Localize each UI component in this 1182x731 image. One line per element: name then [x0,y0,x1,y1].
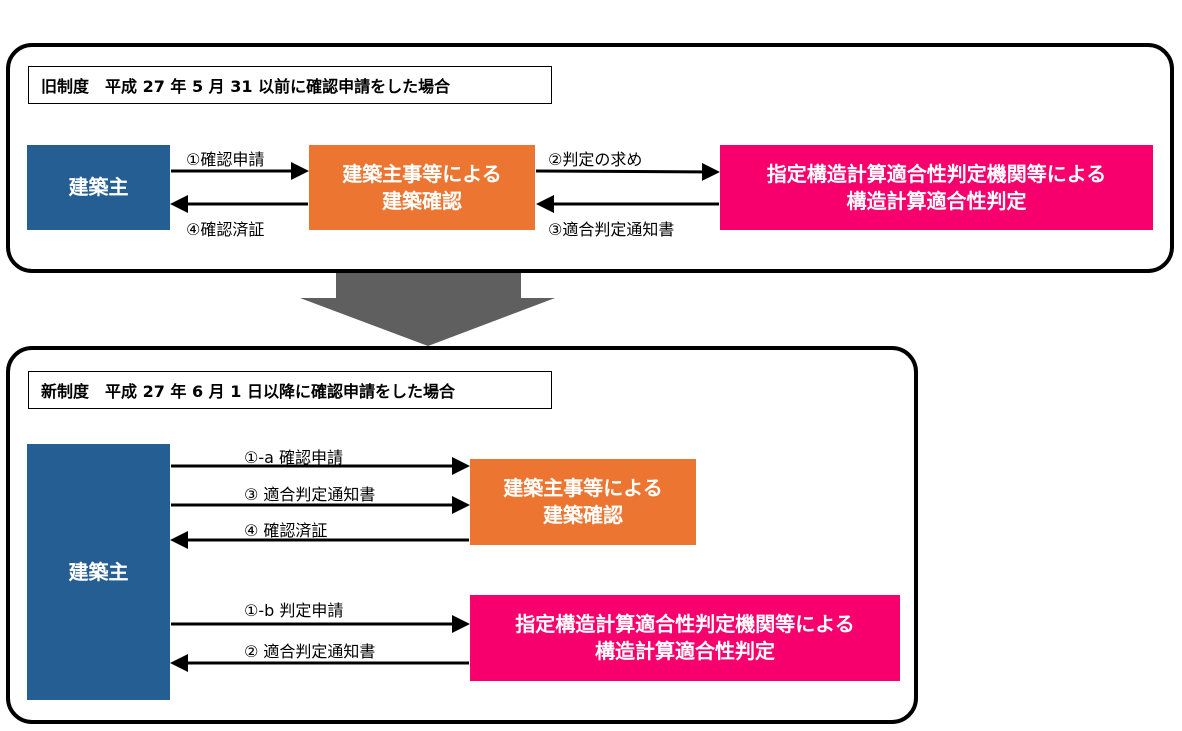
new-owner-box: 建築主 [27,444,170,700]
new-confirmation-box: 建築主事等による 建築確認 [470,459,696,545]
new-confirmation-line2: 建築確認 [543,503,623,527]
old-owner-label: 建築主 [68,175,129,199]
old-confirmation-box: 建築主事等による 建築確認 [309,145,535,230]
old-arrow-request-judgement [535,162,720,181]
old-judgement-line2: 構造計算適合性判定 [846,188,1027,213]
new-confirmation-line1: 建築主事等による [503,476,663,500]
new-flow-label-3: ③ 適合判定通知書 [244,485,376,504]
new-owner-label: 建築主 [68,559,129,584]
old-judgement-box: 指定構造計算適合性判定機関等による 構造計算適合性判定 [720,145,1153,230]
old-owner-box: 建築主 [27,145,170,230]
new-system-caption-text: 新制度 平成 27 年 6 月 1 日以降に確認申請をした場合 [41,382,455,401]
transition-down-arrow [300,272,555,346]
old-system-caption-text: 旧制度 平成 27 年 5 月 31 以前に確認申請をした場合 [41,77,451,96]
new-judgement-line2: 構造計算適合性判定 [595,639,775,663]
new-flow-label-1b: ①-b 判定申請 [244,601,344,620]
new-flow-label-1a: ①-a 確認申請 [244,448,344,467]
old-flow-label-1: ①確認申請 [186,150,265,169]
old-judgement-line1: 指定構造計算適合性判定機関等による [766,161,1107,186]
new-flow-label-4: ④ 確認済証 [244,521,328,540]
old-confirmation-line1: 建築主事等による [342,161,502,186]
new-system-caption: 新制度 平成 27 年 6 月 1 日以降に確認申請をした場合 [28,371,552,409]
new-flow-label-2: ② 適合判定通知書 [244,642,376,661]
old-flow-label-3: ③適合判定通知書 [548,220,675,239]
new-judgement-line1: 指定構造計算適合性判定機関等による [515,612,855,636]
new-judgement-box: 指定構造計算適合性判定機関等による 構造計算適合性判定 [470,595,900,681]
old-system-caption: 旧制度 平成 27 年 5 月 31 以前に確認申請をした場合 [28,66,552,104]
old-flow-label-4: ④確認済証 [186,220,265,239]
old-flow-label-2: ②判定の求め [548,150,643,169]
old-confirmation-line2: 建築確認 [382,188,462,213]
